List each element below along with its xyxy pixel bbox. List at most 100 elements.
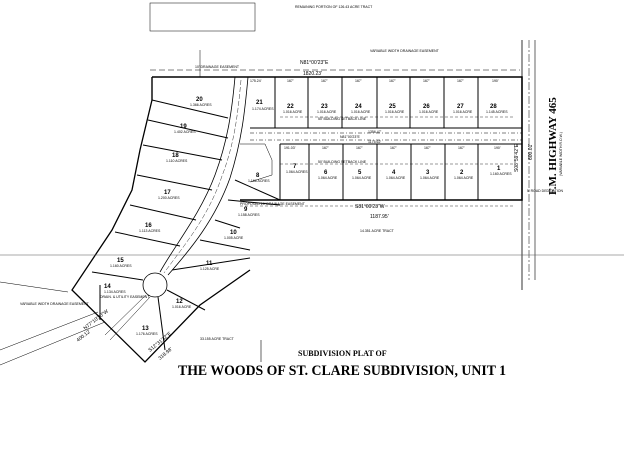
middle-distance-1: 1356.47' [368, 130, 382, 134]
lot-number: 26 [423, 104, 430, 110]
lot-acres: 1.016 ACRE [453, 110, 473, 114]
plat-title: THE WOODS OF ST. CLARE SUBDIVISION, UNIT… [178, 363, 506, 379]
north-distance: 1820.23' [303, 71, 322, 77]
lot-acres: 1.158 ACRES [238, 213, 260, 217]
lot-acres: 1.064 ACRES [286, 170, 308, 174]
lot-acres: 1.174 ACRES [252, 107, 274, 111]
lot-frontage: 167' [457, 79, 464, 83]
middle-bearing: N81°00'23"E [340, 135, 361, 139]
lot-acres: 1.016 ACRE [419, 110, 439, 114]
lot-acres: 1.064 ACRE [454, 176, 474, 180]
lot-acres: 1.064 ACRE [352, 176, 372, 180]
lot-frontage: 167' [356, 146, 363, 150]
lot-number: 18 [172, 153, 179, 159]
lot-number: 5 [358, 170, 362, 176]
variable-drainage: VARIABLE WIDTH DRAINAGE EASEMENT [370, 49, 440, 53]
lot-frontage: 175.24' [250, 79, 262, 83]
lot-acres: 1.125 ACRE [200, 267, 220, 271]
middle-distance-2: 1175.62' [368, 140, 381, 144]
subtitle: SUBDIVISION PLAT OF [298, 349, 387, 358]
boundary-lines [0, 2, 624, 366]
southwest-distance: 400.12' [76, 329, 93, 344]
lot-acres: 1.005 ACRE [224, 236, 244, 240]
lot-number: 10 [230, 230, 237, 236]
lot-acres: 1.166 ACRES [248, 179, 270, 183]
highway-label: F.M. HIGHWAY 465 [547, 97, 559, 195]
lot-frontage: 167' [424, 146, 431, 150]
lot-acres: 1.366 ACRES [190, 103, 212, 107]
lot-number: 22 [287, 104, 294, 110]
highway-note: (VARIABLE WIDTH R.O.W.) [559, 132, 563, 176]
lot-number: 9 [244, 207, 248, 213]
lot-acres: 1.064 ACRE [386, 176, 406, 180]
lot-frontage: 167' [287, 79, 294, 83]
lot-frontage: 167' [423, 79, 430, 83]
lot-number: 19 [180, 124, 187, 130]
lot-number: 17 [164, 190, 171, 196]
lot-number: 8 [256, 173, 260, 179]
building-line-lower: 50' BUILDING SETBACK LINE [318, 160, 367, 164]
lot-number: 24 [355, 104, 362, 110]
upper-lots: 21 1.174 ACRES 175.24' 22 1.016 ACRE 167… [250, 79, 508, 114]
south-bearing: S81°00'23"W [355, 204, 385, 210]
lot-frontage: 167' [390, 146, 397, 150]
lot-acres: 1.110 ACRES [166, 159, 188, 163]
lot-number: 14 [104, 284, 111, 290]
lot-frontage: 191.03' [284, 146, 296, 150]
remaining-tract: REMAINING PORTION OF 126.43 ACRE TRACT [295, 5, 373, 9]
lot-frontage: 167' [321, 79, 328, 83]
lot-acres: 1.160 ACRES [110, 264, 132, 268]
lot-number: 13 [142, 326, 149, 332]
east-bearing: S08°59'42"E [514, 143, 520, 172]
east-distance: 600.01' [528, 144, 534, 160]
lot-frontage: 167' [322, 146, 329, 150]
proposed-drainage: PROPOSED 10' DRAINAGE EASEMENT [240, 202, 306, 206]
lot-acres: 1.176 ACRES [136, 332, 158, 336]
lot-acres: 1.200 ACRES [158, 196, 180, 200]
building-line-upper: 50' BUILDING SETBACK LINE [318, 117, 367, 121]
lot-acres: 1.016 ACRE [283, 110, 303, 114]
southeast-distance: 318.98' [157, 346, 173, 361]
lot-frontage: 190' [494, 146, 501, 150]
lot-number: 4 [392, 170, 396, 176]
road-dedication: 5' ROAD DEDICATION [527, 189, 563, 193]
lot-acres: 1.134 ACRES [104, 290, 126, 294]
lot-acres: 1.064 ACRE [420, 176, 440, 180]
lot-number: 28 [490, 104, 497, 110]
lot-number: 27 [457, 104, 464, 110]
west-lots: 20 1.366 ACRES 19 1.402 ACRES 18 1.110 A… [104, 97, 270, 336]
upper-lot-lines [91, 76, 522, 351]
lot-frontage: 167' [389, 79, 396, 83]
southwest-bearing: N77°10'30"W [83, 308, 110, 331]
lot-number: 16 [145, 223, 152, 229]
lot-number: 12 [176, 299, 183, 305]
variable-drainage-west: VARIABLE WIDTH DRAINAGE EASEMENT [20, 302, 90, 306]
drain-utility-easement: DRAIN. & UTILITY EASEMENT [100, 295, 150, 299]
south-tract: 14.351 ACRE TRACT [360, 229, 395, 233]
lower-lots: 7 1.064 ACRES 191.03' 6 1.064 ACRE 167' … [284, 146, 512, 180]
lot-acres: 1.016 ACRE [172, 305, 192, 309]
lot-acres: 1.016 ACRE [317, 110, 337, 114]
highway-row-lines [521, 40, 536, 290]
lot-frontage: 167' [458, 146, 465, 150]
lot-acres: 1.113 ACRES [139, 229, 161, 233]
lot-acres: 1.160 ACRES [490, 172, 512, 176]
lot-acres: 1.016 ACRE [385, 110, 405, 114]
lot-number: 1 [497, 166, 501, 172]
southeast-tract: 33.155 ACRE TRACT [200, 337, 235, 341]
lot-number: 6 [324, 170, 328, 176]
north-bearing: N81°00'23"E [300, 60, 329, 66]
drainage-easement: 10' DRAINAGE EASEMENT [195, 65, 240, 69]
lot-number: 25 [389, 104, 396, 110]
lot-number: 15 [117, 258, 124, 264]
lot-number: 7 [293, 164, 297, 170]
lot-acres: 1.064 ACRE [318, 176, 338, 180]
lot-frontage: 167' [355, 79, 362, 83]
lot-acres: 1.402 ACRES [174, 130, 196, 134]
lot-number: 21 [256, 100, 263, 106]
lot-number: 23 [321, 104, 328, 110]
south-distance: 1187.95' [370, 214, 389, 220]
lot-number: 2 [460, 170, 464, 176]
lot-number: 11 [206, 261, 213, 267]
